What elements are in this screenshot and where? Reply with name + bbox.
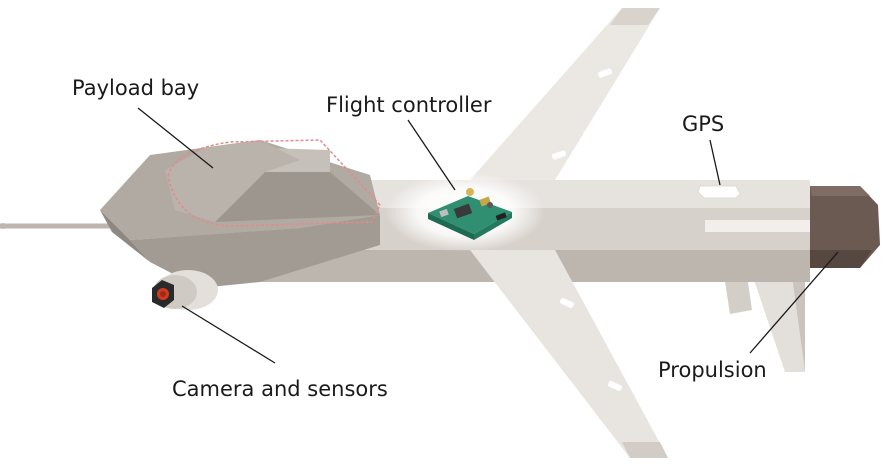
leader-lines — [137, 107, 839, 364]
leader-payload — [137, 107, 214, 169]
label-gps: GPS — [682, 112, 725, 136]
camera-sensors — [152, 270, 218, 310]
leader-propulsion — [749, 251, 839, 354]
flight-controller — [385, 172, 545, 252]
lower-wing — [470, 250, 668, 458]
leader-camera — [181, 305, 276, 364]
payload-bay-outline — [167, 139, 381, 227]
leader-flight — [407, 119, 456, 191]
upper-wing — [470, 8, 660, 180]
antenna — [0, 223, 112, 229]
label-payload-bay: Payload bay — [72, 76, 200, 100]
rear-stabilizers — [722, 262, 805, 372]
label-camera-sensors: Camera and sensors — [172, 377, 388, 401]
nose-section — [100, 139, 381, 288]
label-flight-controller: Flight controller — [326, 93, 492, 117]
label-propulsion: Propulsion — [658, 358, 767, 382]
propulsion-unit — [810, 186, 880, 268]
gps-module — [697, 185, 741, 199]
leader-gps — [709, 139, 721, 186]
